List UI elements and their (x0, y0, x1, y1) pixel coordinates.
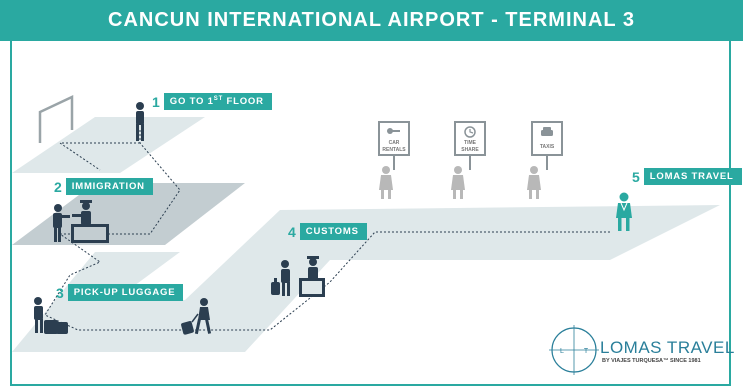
sign-line1: TAXIS (540, 144, 555, 150)
time-share-sign: TIME SHARE (454, 121, 486, 170)
step-5-label: 5 LOMAS TRAVEL (632, 168, 742, 185)
traveler-icon (181, 298, 212, 335)
lomas-representative-icon (616, 192, 632, 231)
customs-desk-icon (271, 256, 325, 297)
step-text: PICK-UP LUGGAGE (67, 284, 184, 301)
step-number: 4 (288, 223, 296, 240)
logo-letter-l: L (560, 348, 564, 355)
luggage-person-icon (34, 297, 68, 334)
page-title: CANCUN INTERNATIONAL AIRPORT - TERMINAL … (0, 0, 743, 41)
taxis-sign: TAXIS (531, 121, 563, 170)
diagram-border (10, 41, 731, 386)
key-icon (387, 128, 400, 134)
step-number: 1 (152, 93, 160, 110)
logo-tagline: BY VIAJES TURQUESA™ SINCE 1981 (602, 358, 701, 364)
step-3-label: 3 PICK-UP LUGGAGE (56, 284, 184, 301)
step-4-label: 4 CUSTOMS (288, 223, 367, 240)
clock-icon (464, 126, 476, 138)
car-rentals-sign: CAR RENTALS (378, 121, 410, 170)
sign-line2: RENTALS (382, 147, 406, 153)
step-number: 3 (56, 284, 64, 301)
taxi-icon (541, 127, 553, 136)
sign-line2: SHARE (461, 147, 479, 153)
lomas-logo-icon: L T (549, 325, 599, 375)
step-text: IMMIGRATION (65, 178, 153, 195)
door-icon (38, 95, 74, 143)
step-text: CUSTOMS (299, 223, 367, 240)
step-number: 5 (632, 168, 640, 185)
immigration-desk-icon (53, 200, 109, 243)
person-icon (451, 166, 465, 199)
logo-name: LOMAS TRAVEL (600, 338, 735, 357)
step-number: 2 (54, 178, 62, 195)
step-text: GO TO 1ST FLOOR (163, 93, 272, 111)
sign-line1: CAR (389, 140, 400, 146)
step-text: LOMAS TRAVEL (643, 168, 742, 185)
immigration-floor-plate (12, 183, 245, 245)
step-2-label: 2 IMMIGRATION (54, 178, 153, 195)
person-icon (379, 166, 393, 199)
first-floor-plate (12, 117, 205, 173)
step-1-label: 1 GO TO 1ST FLOOR (152, 93, 272, 111)
logo-letter-t: T (584, 348, 589, 355)
person-icon (136, 102, 144, 141)
sign-line1: TIME (464, 140, 477, 146)
person-icon (527, 166, 541, 199)
arrivals-floor-plate (12, 205, 720, 352)
walking-path-upper (58, 142, 140, 171)
